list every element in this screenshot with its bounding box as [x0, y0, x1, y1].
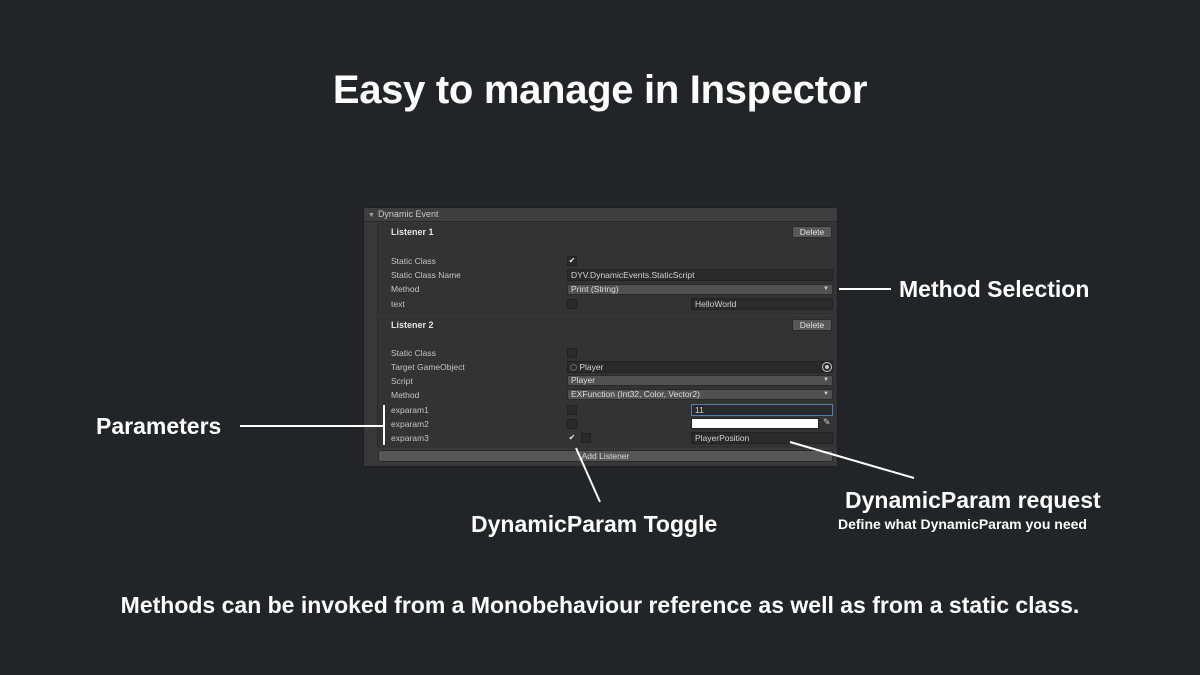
method-dropdown-value: Print (String) [571, 284, 619, 294]
listener-1: Listener 1 Delete Static Class ✔ Static … [377, 223, 837, 315]
add-listener-button[interactable]: Add Listener [378, 450, 833, 462]
exparam3-dynamic-toggle[interactable]: ✔ [567, 433, 577, 443]
dynamicparam-request-callout: DynamicParam request [845, 487, 1101, 513]
dynamicparam-toggle-callout: DynamicParam Toggle [471, 511, 718, 537]
script-label: Script [391, 376, 413, 386]
chevron-down-icon: ▼ [823, 286, 829, 292]
exparam2-dynamic-toggle[interactable] [567, 419, 577, 429]
request-pointer-line [789, 441, 915, 479]
exparam1-dynamic-toggle[interactable] [567, 405, 577, 415]
method-selection-callout: Method Selection [899, 276, 1090, 302]
script-dropdown-value: Player [571, 375, 596, 385]
cube-icon: ⬡ [570, 363, 577, 372]
target-gameobject-value: Player [579, 362, 604, 372]
dynamic-event-foldout[interactable]: ▼Dynamic Event [364, 208, 837, 222]
triangle-down-icon: ▼ [368, 212, 375, 219]
exparam1-label: exparam1 [391, 405, 429, 415]
dynamic-event-inspector: ▼Dynamic Event Listener 1 Delete Static … [363, 207, 838, 467]
method-label: Method [391, 390, 420, 400]
method-dropdown[interactable]: EXFunction (Int32, Color, Vector2) ▼ [567, 389, 833, 400]
target-circle-icon[interactable] [822, 362, 832, 372]
slide-footer: Methods can be invoked from a Monobehavi… [120, 592, 1080, 618]
static-class-name-field[interactable]: DYV.DynamicEvents.StaticScript [567, 269, 833, 281]
method-dropdown[interactable]: Print (String) ▼ [567, 284, 833, 295]
listener-2: Listener 2 Delete Static Class Target Ga… [377, 316, 837, 448]
script-dropdown[interactable]: Player ▼ [567, 375, 833, 386]
dynamicparam-request-subtitle: Define what DynamicParam you need [838, 516, 1087, 532]
static-class-label: Static Class [391, 256, 436, 266]
listener-1-title: Listener 1 [391, 227, 434, 237]
method-dropdown-value: EXFunction (Int32, Color, Vector2) [571, 389, 700, 399]
checkmark-icon: ✔ [568, 433, 576, 442]
listener-2-title: Listener 2 [391, 320, 434, 330]
exparam3-field[interactable]: PlayerPosition [691, 432, 833, 444]
text-param-label: text [391, 299, 405, 309]
exparam2-label: exparam2 [391, 419, 429, 429]
parameters-callout: Parameters [96, 413, 222, 439]
static-class-name-label: Static Class Name [391, 270, 461, 280]
text-param-field[interactable]: HelloWorld [691, 298, 833, 310]
method-selection-pointer-line [839, 288, 891, 290]
toggle-pointer-line [575, 447, 601, 503]
target-gameobject-label: Target GameObject [391, 362, 465, 372]
parameters-bracket [383, 405, 385, 445]
static-class-checkbox[interactable] [567, 348, 577, 358]
eyedropper-icon[interactable]: ✎ [823, 417, 831, 427]
exparam1-field[interactable]: 11 [691, 404, 833, 416]
chevron-down-icon: ▼ [823, 391, 829, 397]
static-class-label: Static Class [391, 348, 436, 358]
method-label: Method [391, 284, 420, 294]
slide-title: Easy to manage in Inspector [332, 68, 868, 112]
checkmark-icon: ✔ [568, 256, 576, 265]
foldout-label: Dynamic Event [377, 209, 439, 219]
listener-1-delete-button[interactable]: Delete [792, 226, 832, 238]
chevron-down-icon: ▼ [823, 377, 829, 383]
listener-2-delete-button[interactable]: Delete [792, 319, 832, 331]
exparam2-color-field[interactable] [691, 418, 819, 429]
text-param-dynamic-toggle[interactable] [567, 299, 577, 309]
target-gameobject-field[interactable]: ⬡ Player [567, 361, 833, 373]
exparam3-checkbox[interactable] [581, 433, 591, 443]
static-class-checkbox[interactable]: ✔ [567, 256, 577, 266]
exparam3-label: exparam3 [391, 433, 429, 443]
parameters-pointer-line [240, 425, 383, 427]
